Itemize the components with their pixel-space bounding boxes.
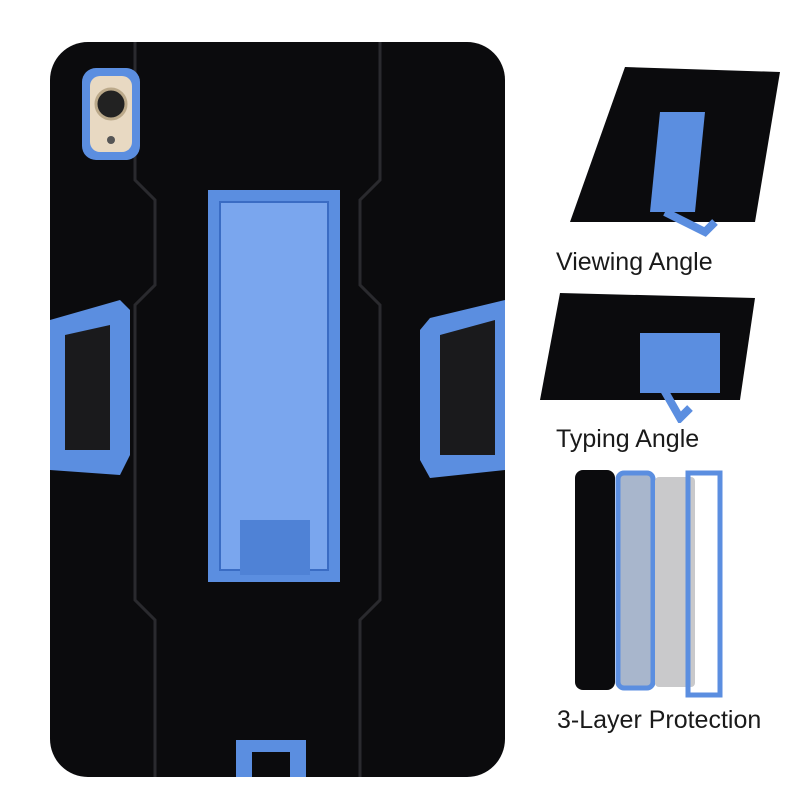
tablet-case-back — [50, 42, 505, 777]
screen-frame-layer — [685, 470, 723, 698]
stand-leg — [656, 381, 693, 423]
left-grip — [65, 325, 110, 450]
stand-thumb — [640, 333, 720, 393]
camera-lens-icon — [94, 87, 128, 121]
case-contour-right — [358, 42, 382, 777]
viewing-angle-image — [570, 67, 780, 237]
outer-layer — [575, 470, 615, 690]
right-grip — [440, 320, 495, 455]
three-layer-image — [575, 470, 723, 698]
stand-thumb — [650, 112, 705, 212]
tablet-layer — [655, 477, 695, 687]
three-layer-label: 3-Layer Protection — [557, 706, 762, 734]
middle-layer — [615, 470, 656, 691]
port-opening — [252, 752, 290, 777]
viewing-angle-label: Viewing Angle — [556, 248, 713, 276]
kickstand-hinge — [240, 520, 310, 575]
typing-angle-label: Typing Angle — [556, 425, 700, 453]
flash-icon — [107, 136, 115, 144]
typing-angle-image — [540, 293, 755, 423]
kickstand-inner — [219, 201, 329, 571]
stand-leg — [663, 208, 718, 237]
case-contour-left — [133, 42, 157, 777]
